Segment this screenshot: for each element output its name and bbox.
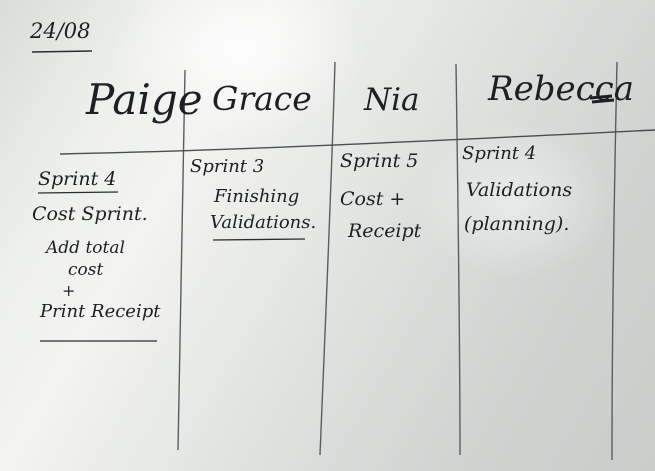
entry-text: Finishing [214,186,300,207]
column-header-nia: Nia [364,82,420,118]
entry-text: Validations. [210,212,317,233]
column-header-grace: Grace [212,79,312,118]
entry-text: cost [68,260,104,280]
entry-text: + [62,281,76,300]
column-header-rebecca: Rebecca [488,69,634,109]
column-header-paige: Paige [86,75,203,124]
entry-text: Sprint 5 [340,150,419,172]
entry-text: Cost Sprint. [32,203,148,225]
entry-text: Sprint 4 [462,143,537,164]
entry-underline [212,238,306,241]
entry-text: Sprint 4 [38,168,117,190]
column-divider [319,61,336,456]
entry-text: Cost + [340,188,406,210]
entry-text: Sprint 3 [190,156,265,177]
column-divider [177,69,186,451]
entry-text: Print Receipt [40,301,161,322]
column-divider [455,63,461,456]
entry-text: Add total [46,238,125,258]
column-divider [611,61,618,461]
date-label: 24/08 [30,19,91,43]
header-line [59,129,655,155]
entry-text: Validations [466,179,573,201]
date-underline [31,50,93,53]
entry-underline [37,191,119,194]
entry-text: Receipt [348,220,422,242]
marker-scribble [589,94,615,104]
entry-text: (planning). [464,213,570,235]
